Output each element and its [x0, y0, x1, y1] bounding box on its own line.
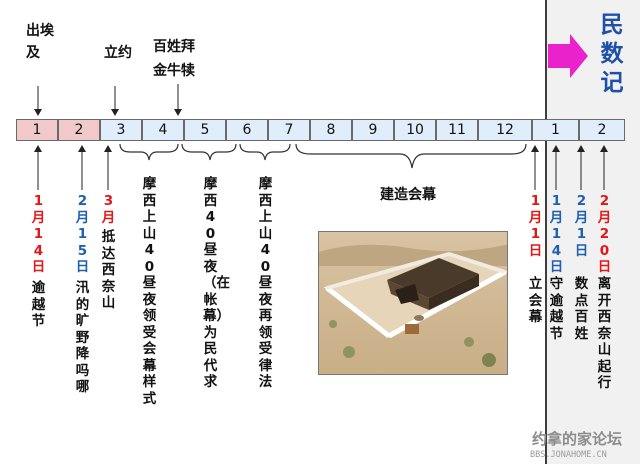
tabernacle-setup-date: 1月1日 [528, 193, 543, 259]
month-cell-2: 2 [58, 119, 100, 141]
golden-calf-label-line1: 百姓拜 [153, 39, 195, 55]
month-cell-9: 9 [352, 119, 394, 141]
moses-third-40-label: 摩西上山40昼夜 再领受律法 [258, 176, 273, 390]
month-cell-6: 6 [226, 119, 268, 141]
moses-second-40-label: 摩西40昼夜（在帐幕）为民代求 [203, 176, 230, 390]
forum-watermark-url: BBS.JONAHOME.CN [530, 450, 607, 460]
brace-second-40 [181, 143, 237, 161]
sinai-arrival-date: 3月 [101, 193, 116, 226]
tabernacle-setup-label: 立会幕 [528, 276, 543, 325]
month-cell-7: 7 [268, 119, 310, 141]
continuation-arrow-icon [548, 34, 588, 78]
exodus-label: 出埃及 [26, 23, 54, 61]
census-label: 数点百姓 [574, 276, 589, 342]
month-cell-1: 1 [16, 119, 58, 141]
manna-date: 2月15日 [75, 193, 90, 275]
second-passover-label: 守逾越节 [549, 276, 564, 342]
next-month-cell-2: 2 [579, 119, 625, 141]
month-cell-10: 10 [394, 119, 436, 141]
next-month-cell-1: 1 [532, 119, 579, 141]
build-tabernacle-label: 建造会幕 [380, 187, 436, 203]
brace-third-40 [239, 143, 291, 161]
brace-build [295, 143, 527, 169]
census-date: 2月1日 [574, 193, 589, 259]
passover-label: 逾越节 [31, 280, 46, 329]
sinai-arrival-label: 抵达西奈山 [101, 229, 116, 311]
month-cell-3: 3 [100, 119, 142, 141]
forum-watermark: 约拿的家论坛 [532, 430, 623, 448]
moses-first-40-label: 摩西上山40昼夜 领受会幕样式 [142, 176, 157, 407]
manna-label: 汛的旷野 降吗哪 [75, 280, 90, 395]
depart-label: 离开西奈山起行 [597, 276, 612, 391]
golden-calf-label-line2: 金牛犊 [153, 63, 195, 79]
month-cell-8: 8 [310, 119, 352, 141]
numbers-panel [545, 0, 640, 464]
brace-first-40 [119, 143, 179, 161]
depart-date: 2月20日 [597, 193, 612, 275]
month-cell-4: 4 [142, 119, 184, 141]
passover-date: 1月14日 [31, 193, 46, 275]
tabernacle-image [318, 231, 508, 375]
covenant-label: 立约 [104, 45, 132, 61]
month-cell-11: 11 [436, 119, 478, 141]
second-passover-date: 1月14日 [549, 193, 564, 275]
numbers-title: 民数记 [600, 11, 624, 96]
month-cell-5: 5 [184, 119, 226, 141]
month-cell-12: 12 [478, 119, 532, 141]
